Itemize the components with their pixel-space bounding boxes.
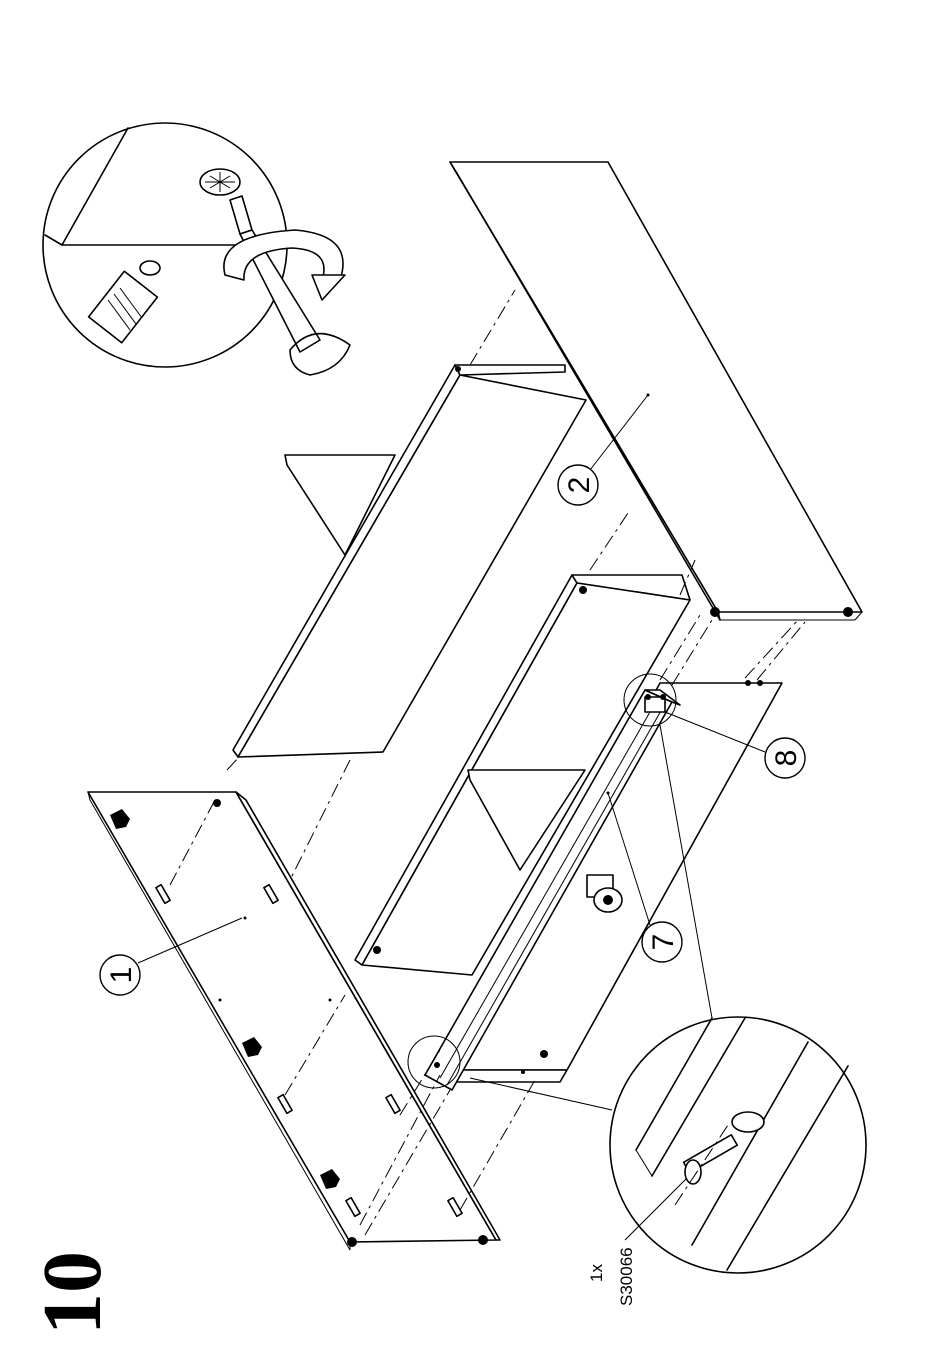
cam-lock-icon <box>200 169 240 195</box>
hardware-label: 1x <box>587 1264 606 1282</box>
step-number-text: 10 <box>26 1251 119 1335</box>
callout-7-label: 7 <box>647 934 680 951</box>
hardware-quantity: 1x <box>587 1264 606 1282</box>
callout-2-label: 2 <box>563 477 596 494</box>
callout-8-label: 8 <box>770 750 803 767</box>
hardware-code-label: S30066 <box>617 1247 636 1306</box>
cam-detail-inset <box>610 1017 866 1273</box>
cam-screw-icon <box>89 261 160 343</box>
hardware-leader <box>625 1175 690 1240</box>
callout-1-label: 1 <box>105 967 138 984</box>
hardware-code: S30066 <box>617 1247 636 1306</box>
screw-detail-inset <box>43 123 350 375</box>
step-number: 10 <box>26 1251 119 1335</box>
